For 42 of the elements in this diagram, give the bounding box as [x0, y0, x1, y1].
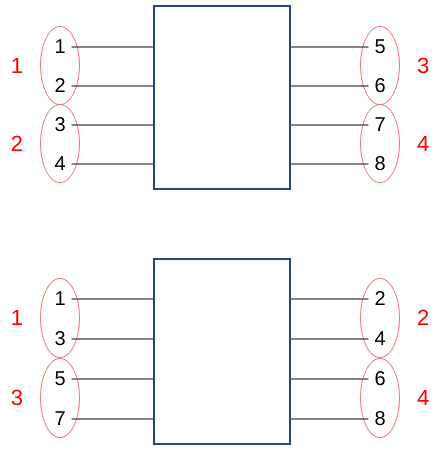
component-box	[153, 5, 291, 190]
group-number: 2	[10, 132, 23, 156]
connector-line	[72, 163, 153, 165]
group-number: 1	[10, 306, 23, 330]
connector-line	[291, 124, 368, 126]
connector-line	[291, 298, 368, 300]
pin-number: 1	[54, 36, 66, 58]
connector-line	[72, 418, 153, 420]
pin-number: 7	[54, 408, 66, 430]
pin-number: 5	[54, 368, 66, 390]
pin-number: 6	[374, 368, 386, 390]
pin-number: 3	[54, 328, 66, 350]
pin-number: 2	[374, 288, 386, 310]
pin-number: 4	[54, 153, 66, 175]
group-number: 4	[417, 386, 430, 410]
pin-number: 2	[54, 75, 66, 97]
pin-number: 4	[374, 328, 386, 350]
pin-number: 6	[374, 75, 386, 97]
connector-line	[72, 298, 153, 300]
connector-line	[72, 124, 153, 126]
connector-line	[291, 46, 368, 48]
connector-line	[72, 378, 153, 380]
pin-number: 8	[374, 153, 386, 175]
connector-line	[291, 85, 368, 87]
connector-line	[291, 418, 368, 420]
connector-line	[291, 163, 368, 165]
pin-number: 8	[374, 408, 386, 430]
connector-line	[291, 378, 368, 380]
connector-line	[72, 85, 153, 87]
group-number: 1	[10, 54, 23, 78]
group-number: 4	[417, 132, 430, 156]
group-number: 2	[417, 306, 430, 330]
connector-line	[72, 338, 153, 340]
pin-number: 7	[374, 114, 386, 136]
connector-line	[72, 46, 153, 48]
group-number: 3	[10, 386, 23, 410]
component-box	[153, 258, 291, 445]
pin-number: 3	[54, 114, 66, 136]
pin-number: 5	[374, 36, 386, 58]
group-number: 3	[417, 54, 430, 78]
pin-number: 1	[54, 288, 66, 310]
connector-line	[291, 338, 368, 340]
